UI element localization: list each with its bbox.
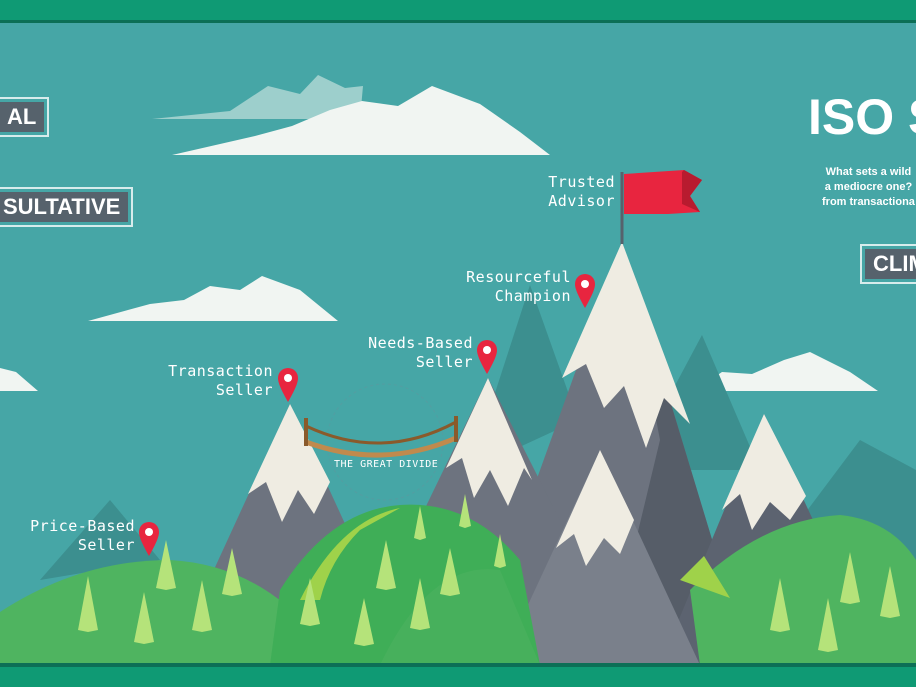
rope-bridge xyxy=(304,416,458,458)
page-title: ISO S xyxy=(808,89,916,145)
label-resourceful-champion: Resourceful Champion xyxy=(466,268,571,305)
cloud-middle xyxy=(88,276,338,321)
hill-center-low xyxy=(380,569,540,665)
tag-right: CLIM xyxy=(860,244,916,284)
cloud-light xyxy=(152,75,363,119)
hill-right xyxy=(690,515,916,665)
right-peak-snow xyxy=(722,414,806,530)
hill-right-highlight xyxy=(680,556,730,598)
trusted-advisor-flag xyxy=(620,170,702,244)
label-needs-based-seller: Needs-Based Seller xyxy=(368,334,473,371)
bottom-frame-bar xyxy=(0,667,916,687)
top-frame-edge xyxy=(0,20,916,23)
cloud-left-edge xyxy=(0,368,38,391)
tag-left-top: AL xyxy=(0,97,50,137)
foreground-peak xyxy=(500,450,700,665)
transaction-peak-snow xyxy=(248,404,330,522)
main-peak-snow xyxy=(562,242,690,448)
foreground-peak-snow xyxy=(556,450,634,566)
tree-group xyxy=(78,494,900,652)
bottom-frame-edge xyxy=(0,663,916,667)
label-transaction-seller: Transaction Seller xyxy=(168,362,273,399)
great-divide-label: THE GREAT DIVIDE xyxy=(334,459,439,470)
cloud-top xyxy=(172,86,550,155)
label-trusted-advisor: Trusted Advisor xyxy=(548,173,615,210)
bg-peak-teal-4 xyxy=(40,500,160,580)
cloud-right xyxy=(694,352,878,391)
tag-left-middle: SULTATIVE xyxy=(0,187,134,227)
hill-center-highlight xyxy=(300,508,400,600)
pin-price-based xyxy=(139,522,159,556)
pin-resourceful xyxy=(575,274,595,308)
needs-peak-snow xyxy=(446,378,532,506)
pin-needs-based xyxy=(477,340,497,374)
top-frame-bar xyxy=(0,0,916,20)
page-subtitle: What sets a wild a mediocre one? from tr… xyxy=(822,166,915,208)
label-price-based-seller: Price-Based Seller xyxy=(30,517,135,554)
pin-transaction xyxy=(278,368,298,402)
